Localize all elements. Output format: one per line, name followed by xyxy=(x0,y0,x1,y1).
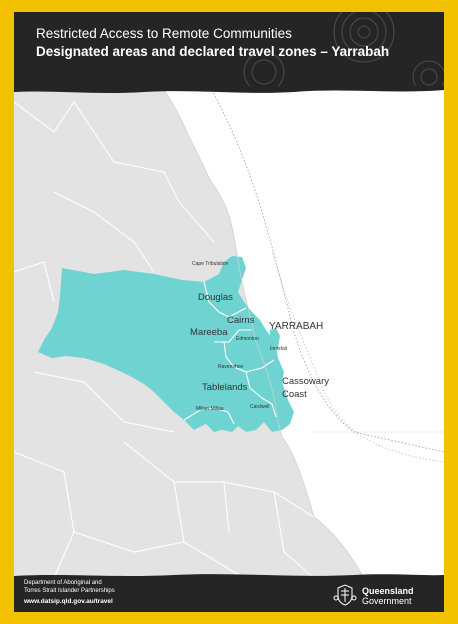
label-ravenshoe: Ravenshoe xyxy=(218,364,244,370)
coral-sea xyxy=(164,90,444,578)
label-douglas: Douglas xyxy=(198,292,233,303)
label-edmonton: Edmonton xyxy=(236,336,259,342)
page-title-line1: Restricted Access to Remote Communities xyxy=(36,26,292,41)
footer-department-line2: Torres Strait Islander Partnerships xyxy=(24,588,115,594)
declared-travel-zone xyxy=(38,256,294,432)
government-name: Queensland xyxy=(362,586,414,596)
footer-department-line1: Department of Aboriginal and xyxy=(24,580,102,586)
label-mareeba: Mareeba xyxy=(190,327,228,338)
label-tablelands: Tablelands xyxy=(202,382,248,393)
map-canvas xyxy=(14,12,444,612)
yarrabah-zone xyxy=(270,328,280,350)
page-title-line2: Designated areas and declared travel zon… xyxy=(36,44,390,59)
footer-bar: Department of Aboriginal and Torres Stra… xyxy=(14,578,444,612)
label-coast: Coast xyxy=(282,389,307,400)
label-cassowary: Cassowary xyxy=(282,376,329,387)
government-subtitle: Government xyxy=(362,596,412,606)
label-yarrabah: YARRABAH xyxy=(269,321,324,332)
decorative-pattern-icon xyxy=(243,12,444,90)
label-cardwell: Cardwell xyxy=(250,404,270,410)
label-innisfail: Innisfail xyxy=(270,346,287,352)
queensland-crest-icon xyxy=(333,584,357,606)
footer-url-link[interactable]: www.datsip.qld.gov.au/travel xyxy=(24,598,113,605)
header-banner: Restricted Access to Remote Communities … xyxy=(14,12,444,90)
lga-boundaries xyxy=(14,101,315,579)
header-wave xyxy=(14,86,444,93)
coastline xyxy=(163,89,365,579)
zone-internal-boundaries xyxy=(183,281,277,425)
label-cairns: Cairns xyxy=(227,315,255,326)
offshore-boundary-line-2 xyxy=(271,251,444,463)
label-cape-tribulation: Cape Tribulation xyxy=(192,261,229,267)
label-millaa-millaa: Millaa Millaa xyxy=(196,406,224,412)
map-frame: Cape Tribulation Douglas Cairns Mareeba … xyxy=(14,12,444,612)
